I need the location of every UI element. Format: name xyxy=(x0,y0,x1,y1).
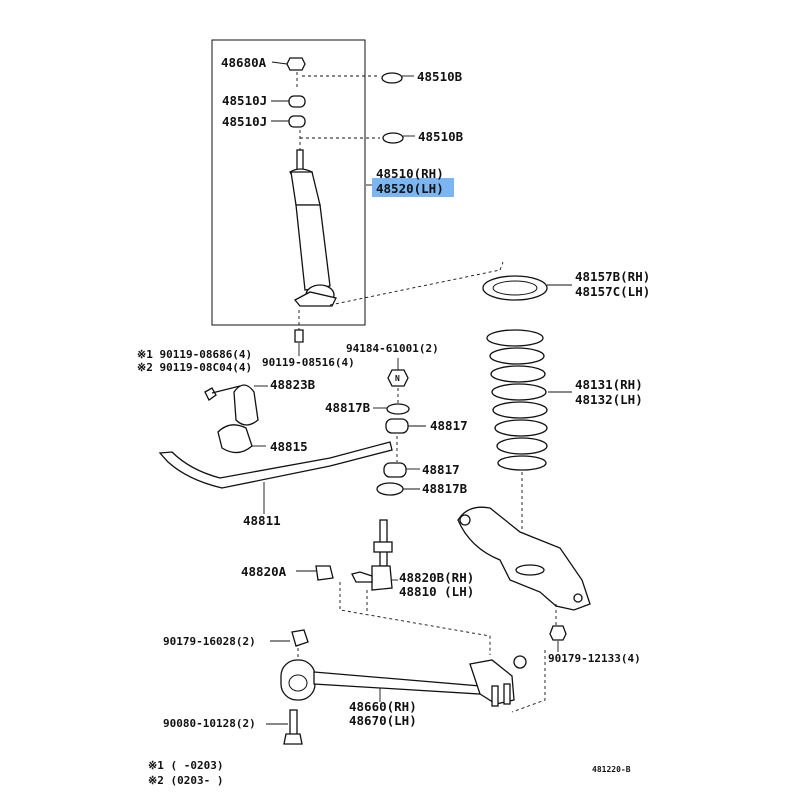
label-bolt-90080[interactable]: 90080-10128(2) xyxy=(163,717,256,730)
knuckle-body xyxy=(457,506,591,611)
knuckle-hole-2 xyxy=(573,593,583,603)
shock-bracket xyxy=(293,291,337,307)
nut-94184[interactable] xyxy=(387,369,409,387)
arm-ball xyxy=(513,655,527,669)
arm-bushing-inner xyxy=(288,674,308,692)
bracket-48823B[interactable] xyxy=(233,384,259,426)
bolt-head xyxy=(283,733,303,745)
note-1: ※1 ( -0203) xyxy=(148,759,223,772)
label-cushion-1[interactable]: 48817 xyxy=(430,418,468,433)
link-stud xyxy=(351,571,373,583)
knuckle-seat xyxy=(515,564,545,576)
label-shock-lh[interactable]: 48520(LH) xyxy=(376,181,444,196)
arm-bracket xyxy=(469,659,515,705)
arm-stud-1 xyxy=(491,685,499,707)
coil-4 xyxy=(491,383,547,401)
cushion-48510J-2[interactable] xyxy=(288,115,306,128)
label-cushion-b1[interactable]: 48817B xyxy=(325,400,371,415)
knuckle xyxy=(457,506,591,611)
stabilizer-bar[interactable] xyxy=(158,441,393,489)
nut-90179-16028[interactable] xyxy=(291,629,309,647)
label-spring-seat-rh[interactable]: 48157B(RH) xyxy=(575,269,650,284)
label-cushion-b2[interactable]: 48817B xyxy=(422,481,468,496)
coil-8 xyxy=(497,455,547,471)
nut-94184-mark: N xyxy=(395,374,400,383)
label-48510B-mid[interactable]: 48510B xyxy=(418,129,464,144)
label-arm-lh[interactable]: 48670(LH) xyxy=(349,713,417,728)
label-link-lh[interactable]: 48810 (LH) xyxy=(399,584,474,599)
label-nut-12133[interactable]: 90179-12133(4) xyxy=(548,652,641,665)
label-spring-seat-lh[interactable]: 48157C(LH) xyxy=(575,284,650,299)
shock-lower-tube xyxy=(295,204,331,291)
cushion-48817-1[interactable] xyxy=(385,418,409,434)
bolt-90080-10128[interactable] xyxy=(283,709,303,745)
bushing-48820A[interactable] xyxy=(315,565,334,581)
label-48510J-1[interactable]: 48510J xyxy=(222,93,267,108)
dashline-knuckle-arm xyxy=(511,650,546,713)
leader-48680A xyxy=(271,61,288,65)
label-bolt-shock[interactable]: 90119-08516(4) xyxy=(262,356,355,369)
coil-7 xyxy=(496,437,548,455)
label-link-rh[interactable]: 48820B(RH) xyxy=(399,570,474,585)
bolt-90119-08516[interactable] xyxy=(294,329,304,343)
coil-spring[interactable] xyxy=(486,329,548,471)
arm-stud-2 xyxy=(503,683,511,705)
bushing-48815[interactable] xyxy=(217,424,253,454)
stabilizer-link[interactable] xyxy=(351,519,393,591)
label-48680A[interactable]: 48680A xyxy=(221,55,267,70)
cushion-48817-2[interactable] xyxy=(383,462,407,478)
group-box xyxy=(211,39,366,326)
arm-rod xyxy=(313,671,481,695)
label-nut-link[interactable]: 94184-61001(2) xyxy=(346,342,439,355)
coil-1 xyxy=(486,329,544,347)
label-nut-16028[interactable]: 90179-16028(2) xyxy=(163,635,256,648)
cushion-48510B-mid[interactable] xyxy=(382,132,404,144)
label-bolt-1[interactable]: ※1 90119-08686(4) xyxy=(137,348,252,361)
cushion-48510B-top[interactable] xyxy=(381,72,403,84)
label-cushion-2[interactable]: 48817 xyxy=(422,462,460,477)
coil-3 xyxy=(490,365,546,383)
label-link-bush[interactable]: 48820A xyxy=(241,564,287,579)
label-bracket[interactable]: 48823B xyxy=(270,377,316,392)
shock-absorber[interactable] xyxy=(289,149,337,307)
link-nut xyxy=(373,541,393,553)
cushion-48817B-1[interactable] xyxy=(386,403,410,415)
note-2: ※2 (0203- ) xyxy=(148,774,223,787)
spring-seat-inner xyxy=(492,280,538,296)
shock-upper-tube xyxy=(290,171,321,206)
coil-6 xyxy=(494,419,548,437)
label-coil-rh[interactable]: 48131(RH) xyxy=(575,377,643,392)
label-48510J-2[interactable]: 48510J xyxy=(222,114,267,129)
knuckle-hole xyxy=(459,514,471,526)
spring-seat[interactable] xyxy=(482,275,548,301)
dashline-shock-spring xyxy=(329,269,501,306)
nut-48680A[interactable] xyxy=(286,57,306,71)
bolt-bracket[interactable] xyxy=(204,385,241,401)
spring-seat-outer xyxy=(482,275,548,301)
link-body xyxy=(371,565,393,591)
label-shock-rh[interactable]: 48510(RH) xyxy=(376,166,444,181)
cushion-48510J-1[interactable] xyxy=(288,95,306,108)
dashline-seat xyxy=(499,261,504,271)
control-arm[interactable] xyxy=(280,655,527,707)
arm-bushing xyxy=(280,659,316,701)
label-stabilizer[interactable]: 48811 xyxy=(243,513,281,528)
bolt-shank xyxy=(289,709,298,737)
highlight-48520 xyxy=(372,178,454,197)
label-bushing[interactable]: 48815 xyxy=(270,439,308,454)
figure-id: 481220-B xyxy=(592,765,631,774)
cushion-48817B-2[interactable] xyxy=(376,482,404,496)
nut-90179-12133[interactable] xyxy=(549,625,567,641)
shock-absorber-group xyxy=(211,39,501,326)
label-48510B-top[interactable]: 48510B xyxy=(417,69,463,84)
label-arm-rh[interactable]: 48660(RH) xyxy=(349,699,417,714)
label-bolt-2[interactable]: ※2 90119-08C04(4) xyxy=(137,361,252,374)
label-coil-lh[interactable]: 48132(LH) xyxy=(575,392,643,407)
coil-2 xyxy=(489,347,545,365)
coil-5 xyxy=(492,401,548,419)
dashline-link-arm xyxy=(339,582,491,655)
